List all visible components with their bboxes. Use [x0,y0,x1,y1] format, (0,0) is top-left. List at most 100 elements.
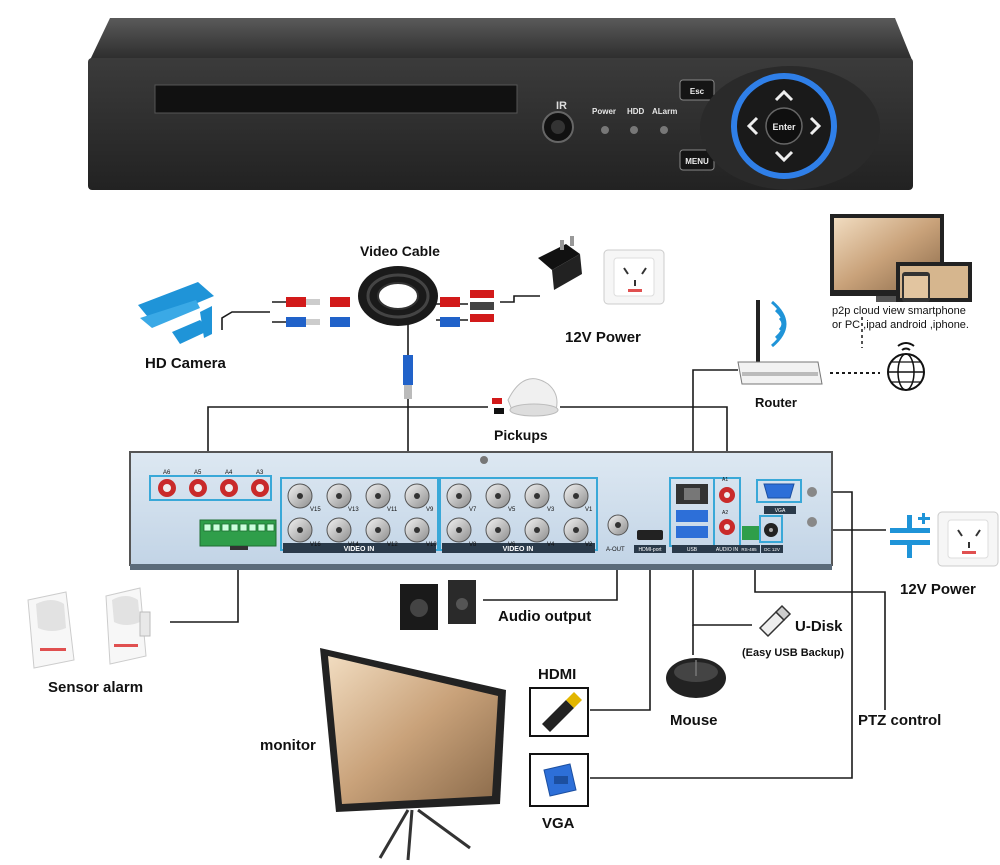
hdmi-line [590,555,651,711]
power-right-label: 12V Power [900,581,976,598]
globe-icon [887,342,925,391]
p2p-description-line1: p2p cloud view smartphone [832,305,966,317]
hdmi-label: HDMI [538,666,576,683]
vga-port: VGA [756,479,817,527]
port-v1-label: V1 [585,507,593,513]
hdmi-cable-icon [529,687,589,737]
hdmi-port: HDMI-port [634,530,666,553]
wall-outlet-top [603,249,665,305]
audio-in-ports: A6 A5 A4 A3 [149,470,272,501]
port-a3-label: A3 [256,470,264,476]
p2p-description-line2: or PC ,ipad android ,iphone. [832,319,969,331]
dc12v-label: DC 12V [764,547,780,552]
vga-label: VGA [542,815,575,832]
wall-outlet-right [937,511,999,567]
left-arrow-icon[interactable] [746,116,759,136]
udisk-label: U-Disk [795,618,843,635]
power-led [601,126,609,134]
port-a5-label: A5 [194,470,202,476]
ir-label: IR [556,100,567,112]
dvr-front-unit: IR Power HDD ALarm Esc MENU Enter [88,18,913,190]
monitor [320,648,506,861]
dvr-rear-panel: A6 A5 A4 A3 VIDEO IN V15 V13 V [129,451,833,570]
port-a2-label: A2 [722,510,728,516]
lan-usb-ports: USB [669,477,715,553]
monitor-label: monitor [260,737,316,754]
menu-button-label: MENU [685,157,709,166]
cable-coil-icon [358,266,438,326]
video-cable-label: Video Cable [360,243,440,259]
port-a6-label: A6 [163,470,171,476]
port-v9-label: V9 [426,507,434,513]
port-v15-label: V15 [310,507,321,513]
audio-out-port: A-OUT [606,514,629,553]
sensor-alarm-label: Sensor alarm [48,679,143,696]
port-v6-label: V6 [508,542,516,548]
splitter-connector [470,290,494,322]
audio-in-port-label: AUDIO IN [716,547,739,553]
mouse-label: Mouse [670,712,718,729]
a-out-label: A-OUT [606,547,625,553]
ir-sensor [542,111,574,143]
speakers-icon [400,580,476,630]
port-v8-label: V8 [469,542,477,548]
down-arrow-icon[interactable] [774,150,794,163]
camera-icon [138,282,214,344]
alarm-indicator-label: ALarm [652,107,677,116]
p2p-devices [830,214,972,302]
smartphone-screen [904,276,928,298]
hdd-indicator-label: HDD [627,107,645,116]
alarm-led [660,126,668,134]
port-a4-label: A4 [225,470,233,476]
udisk-note-label: (Easy USB Backup) [742,647,844,659]
port-v3-label: V3 [547,507,555,513]
vga-line [590,491,853,779]
port-a1-label: A1 [722,477,728,483]
up-arrow-icon[interactable] [774,89,794,102]
port-v16-label: V16 [310,542,321,548]
video-in-group-left: VIDEO IN V15 V13 V11 V9 V16 V14 V12 V10 [280,477,439,553]
enter-button-label: Enter [772,122,796,132]
port-v4-label: V4 [547,542,555,548]
port-v14-label: V14 [348,542,359,548]
power-symbol-icon [890,513,930,558]
video-in-right-label: VIDEO IN [503,546,534,553]
power-adapter [538,236,582,290]
router [737,300,823,385]
hd-camera: HD Camera [138,282,227,372]
audio-output-label: Audio output [498,608,591,625]
router-antenna [756,300,760,362]
monitor-screen [328,656,498,804]
port-v12-label: V12 [387,542,398,548]
port-v10-label: V10 [426,542,437,548]
vga-cable-icon [529,753,589,807]
adapter-cable [500,295,540,303]
sensor-alarm-devices [27,587,151,669]
rs485-label: RS-485 [741,547,757,552]
right-arrow-icon[interactable] [809,116,822,136]
pickups-label: Pickups [494,427,548,443]
rs485-dc-ports: RS-485 DC 12V [738,515,783,553]
camera-branch [272,301,288,323]
alarm-terminal-block [199,519,277,550]
port-v2-label: V2 [585,542,593,548]
esc-button[interactable]: Esc [679,79,715,101]
usb-port-label: USB [687,547,698,553]
hd-camera-label: HD Camera [145,355,227,372]
port-v5-label: V5 [508,507,516,513]
hdmi-port-label: HDMI-port [638,547,662,553]
enter-button[interactable] [765,107,803,145]
router-network-line [692,369,738,480]
ptz-label: PTZ control [858,712,941,729]
router-label: Router [755,395,797,410]
sensor-alarm-line [170,550,239,623]
mouse-icon [666,658,726,698]
video-in-left-label: VIDEO IN [344,546,375,553]
video-cable: Video Cable [286,243,494,399]
audio-in-a1-a2: A1 A2 AUDIO IN [710,477,744,553]
port-v7-label: V7 [469,507,477,513]
navigation-dial[interactable]: Enter [700,66,880,190]
pickup-microphone [492,378,559,417]
esc-button-label: Esc [690,87,705,96]
